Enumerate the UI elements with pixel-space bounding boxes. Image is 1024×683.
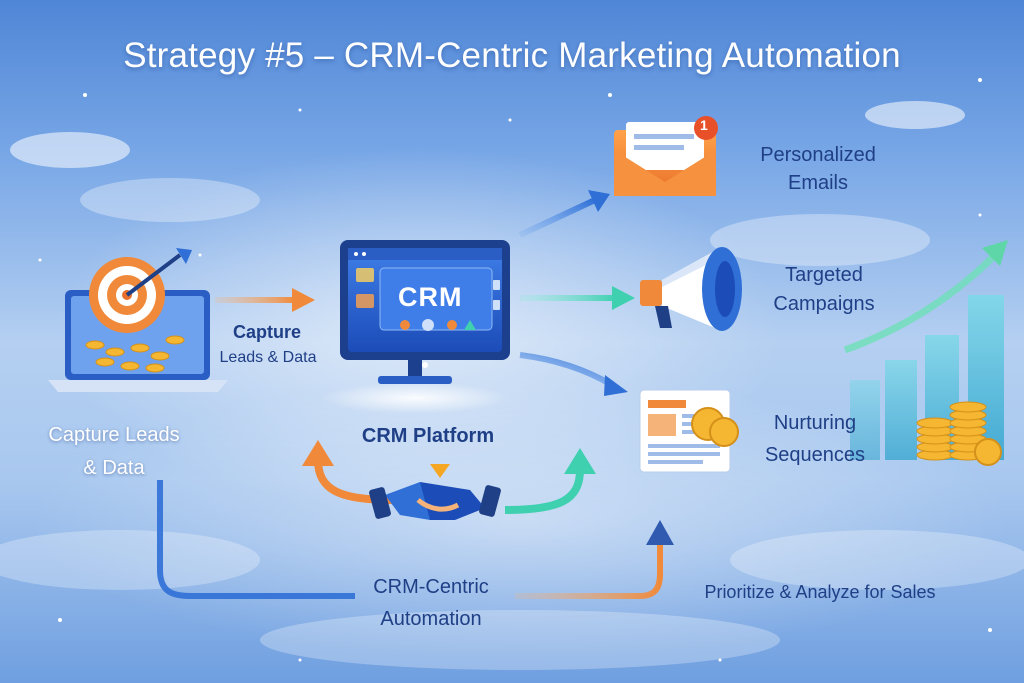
email-envelope-icon — [614, 116, 718, 196]
arrow-crm-to-campaigns — [520, 286, 635, 310]
heart-icon — [430, 464, 450, 478]
email-badge-count: 1 — [700, 117, 708, 133]
capture-heading: Capture — [232, 322, 301, 342]
arrow-crm-to-emails — [518, 190, 610, 238]
growth-chart-icon — [843, 240, 1008, 466]
campaigns-label-line1: Targeted — [785, 264, 863, 286]
arrow-capture-to-crm — [215, 288, 315, 312]
capture-subheading: Leads & Data — [219, 349, 317, 366]
crm-monitor-icon — [320, 240, 510, 414]
nurturing-label-line2: Sequences — [764, 444, 866, 466]
arrow-crm-to-nurturing — [519, 352, 628, 396]
laptop-target-icon — [48, 248, 228, 392]
page-title: Strategy #5 – CRM-Centric Marketing Auto… — [123, 36, 901, 75]
background-clouds — [0, 101, 1024, 670]
loop-arrow-right — [504, 448, 596, 514]
nurturing-label-line1: Nurturing — [773, 412, 857, 434]
emails-label-line2: Emails — [787, 172, 848, 194]
prioritize-label: Prioritize & Analyze for Sales — [704, 582, 936, 602]
handshake-icon — [369, 482, 501, 520]
crm-platform-label: CRM Platform — [361, 425, 495, 447]
sparkles — [38, 78, 992, 662]
capture-bottom-line2: & Data — [83, 457, 145, 479]
nurturing-document-icon — [639, 389, 739, 473]
crm-screen-label: CRM — [398, 282, 463, 312]
emails-label-line1: Personalized — [760, 144, 876, 166]
bottom-flow-arrow — [157, 480, 674, 599]
megaphone-icon — [640, 247, 742, 331]
automation-label-line1: CRM-Centric — [373, 576, 489, 598]
capture-bottom-line1: Capture Leads — [48, 424, 180, 446]
campaigns-label-line2: Campaigns — [773, 293, 875, 315]
automation-label-line2: Automation — [380, 608, 482, 630]
